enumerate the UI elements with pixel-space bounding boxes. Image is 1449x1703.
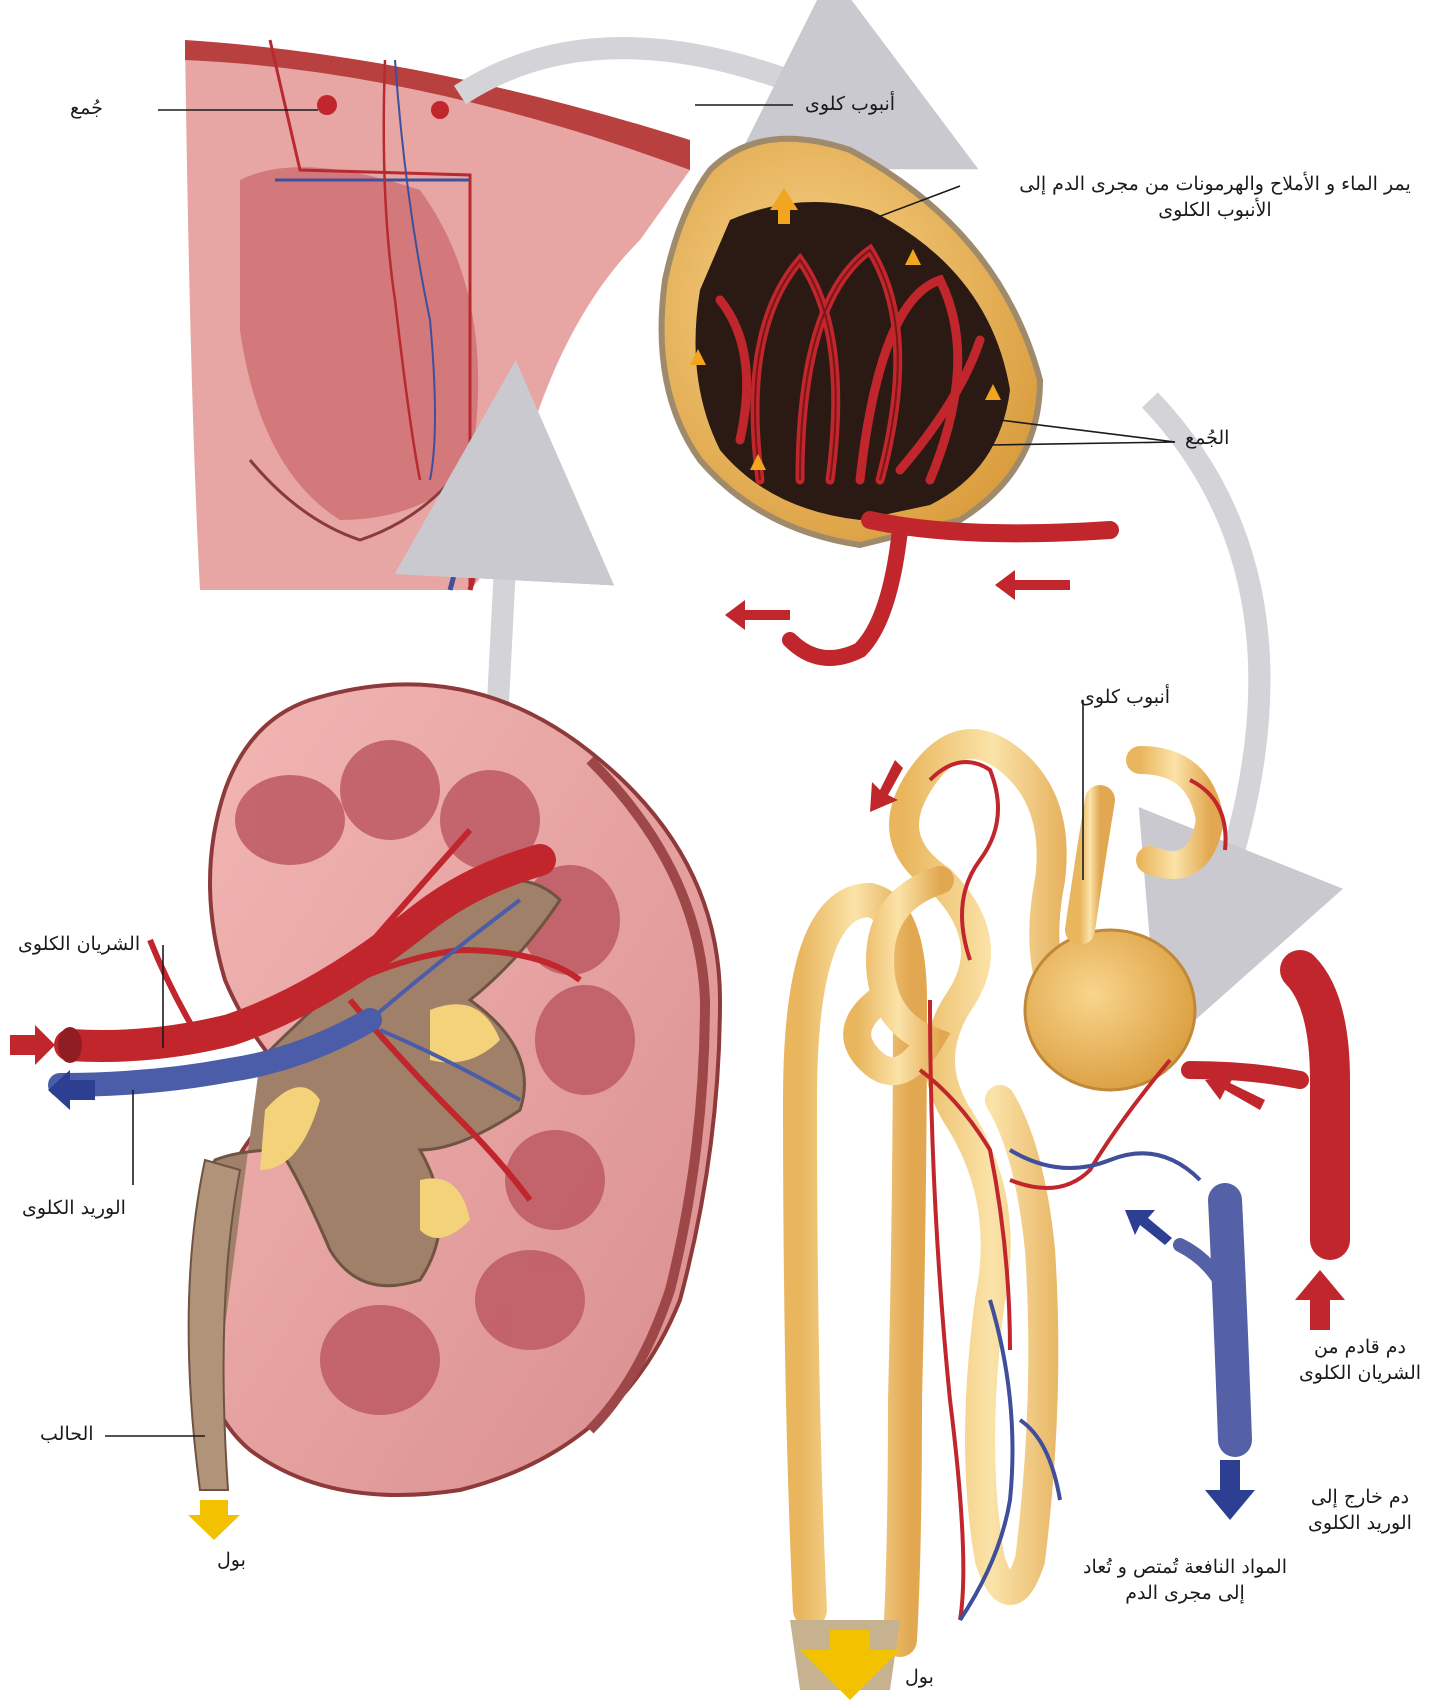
label-blood-out-line1: دم خارج إلى [1285,1485,1435,1511]
label-reabsorption: المواد النافعة تُمتص و تُعاد إلى مجرى ال… [1060,1555,1310,1606]
label-blood-out-line2: الوريد الكلوى [1285,1511,1435,1537]
blood-in-arrow [1295,1270,1345,1330]
label-ureter: الحالب [40,1422,94,1448]
label-glomerulus-capsule: الجُمع [1185,426,1229,452]
cortex-detail [185,40,690,590]
blood-in-arrow-capsule [995,570,1070,600]
label-reabsorption-line2: إلى مجرى الدم [1060,1581,1310,1607]
glomerulus-small-1 [317,95,337,115]
label-renal-vein: الوريد الكلوى [22,1196,126,1222]
label-tubule-top: أنبوب كلوى [805,92,895,118]
vein-flow-arrow [1125,1210,1172,1245]
label-urine-nephron: بول [905,1665,934,1691]
label-filtration: يمر الماء و الأملاح والهرمونات من مجرى ا… [990,172,1440,223]
glomerulus-small-2 [431,101,449,119]
label-tubule-nephron: أنبوب كلوى [1080,685,1170,711]
label-blood-in-line1: دم قادم من [1285,1335,1435,1361]
label-blood-in: دم قادم من الشريان الكلوى [1285,1335,1435,1386]
kidney-section [10,684,720,1540]
label-filtration-line2: الأنبوب الكلوى [990,198,1440,224]
label-blood-out: دم خارج إلى الوريد الكلوى [1285,1485,1435,1536]
vein-vessel [1225,1200,1235,1440]
label-filtration-line1: يمر الماء و الأملاح والهرمونات من مجرى ا… [990,172,1440,198]
artery-vessel [1300,970,1330,1240]
label-urine-kidney: بول [217,1548,246,1574]
bowman-capsule-small [1025,930,1195,1090]
blood-out-arrow-capsule [725,600,790,630]
efferent-arteriole [790,530,900,658]
label-reabsorption-line1: المواد النافعة تُمتص و تُعاد [1060,1555,1310,1581]
label-blood-in-line2: الشريان الكلوى [1285,1361,1435,1387]
artery-in-arrow [10,1025,55,1065]
blood-out-arrow [1205,1460,1255,1520]
urine-arrow-kidney [188,1500,240,1540]
label-renal-artery: الشريان الكلوى [18,932,140,958]
label-glomerulus-top: جُمع [70,96,103,122]
